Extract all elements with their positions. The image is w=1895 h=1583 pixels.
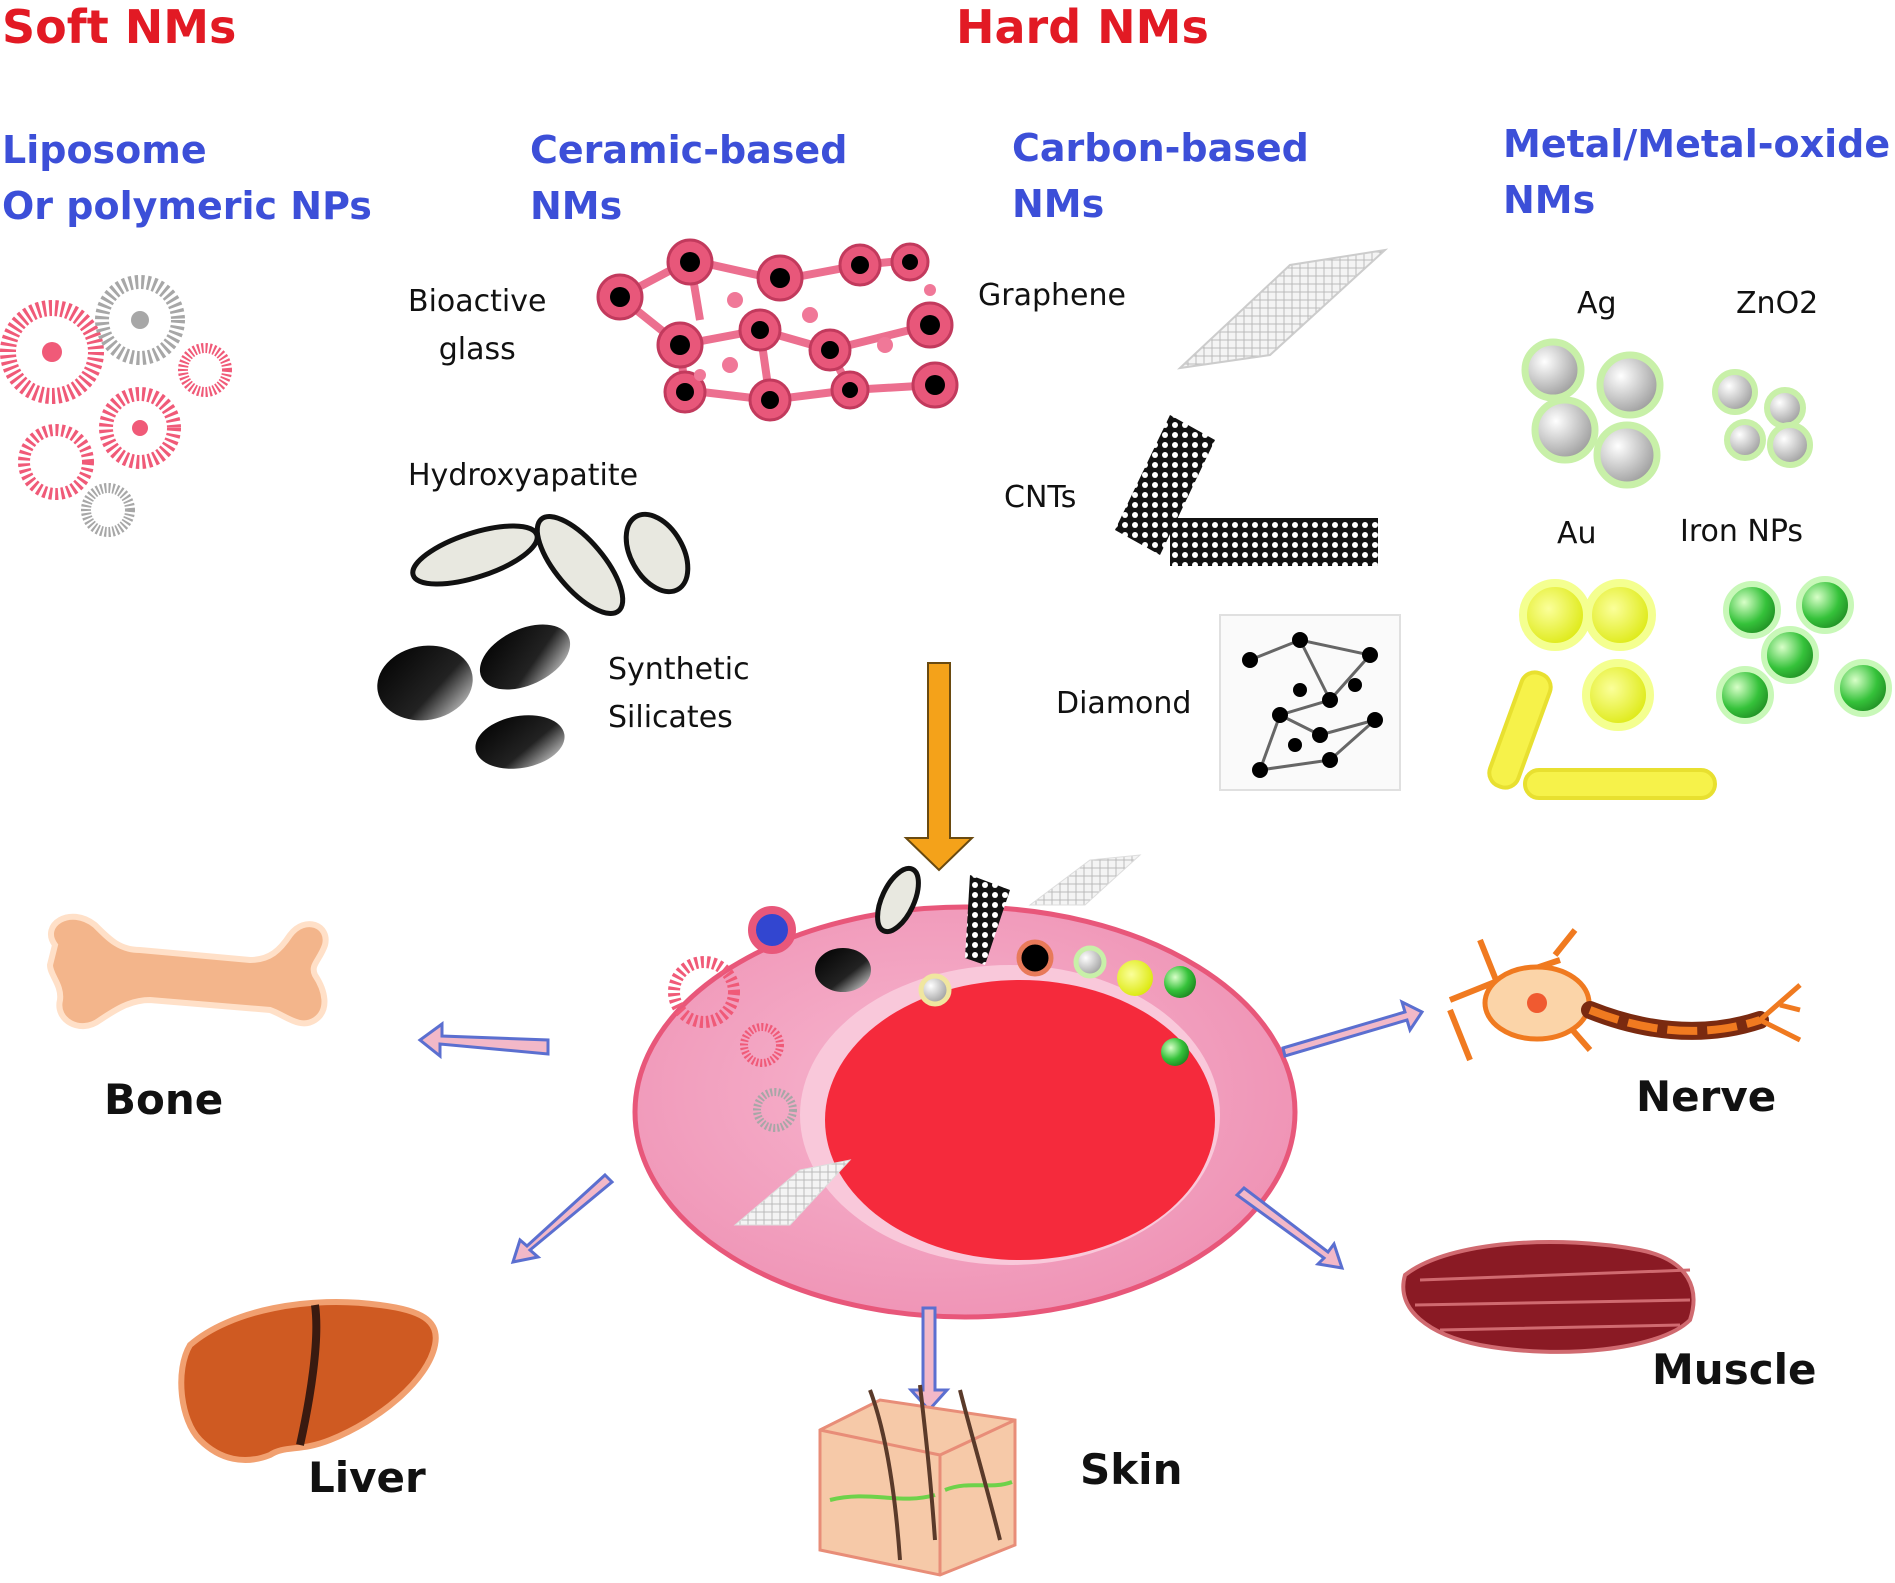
graphene-sheet	[1176, 248, 1389, 370]
arrow-to-liver	[510, 1172, 615, 1264]
bioactive-line-2: glass	[438, 332, 516, 367]
silicates-line-2: Silicates	[608, 700, 733, 735]
cnts-label: CNTs	[1004, 480, 1077, 515]
metal-category: Metal/Metal-oxide NMs	[1503, 116, 1890, 228]
carbon-line-1: Carbon-based	[1012, 126, 1309, 170]
ceramic-line-2: NMs	[530, 184, 623, 228]
nerve-label: Nerve	[1636, 1072, 1777, 1121]
carbon-line-2: NMs	[1012, 182, 1105, 226]
muscle-illustration	[1401, 1240, 1696, 1354]
orange-down-arrow	[903, 662, 975, 872]
arrow-to-muscle	[1234, 1186, 1345, 1270]
muscle-label: Muscle	[1652, 1345, 1817, 1394]
au-label: Au	[1557, 516, 1597, 551]
arrow-to-nerve	[1281, 999, 1425, 1058]
metal-line-1: Metal/Metal-oxide	[1503, 122, 1891, 166]
au-particles	[1487, 579, 1717, 800]
cell-bound-particles	[668, 854, 1196, 1226]
diamond-lattice	[1219, 614, 1401, 791]
liver-label: Liver	[308, 1453, 426, 1502]
nerve-illustration	[1447, 928, 1802, 1062]
liposome-category: Liposome Or polymeric NPs	[2, 122, 372, 234]
bioactive-line-1: Bioactive	[408, 284, 547, 319]
iron-label: Iron NPs	[1680, 514, 1804, 549]
silicates-line-1: Synthetic	[608, 652, 750, 687]
hydroxyapatite-label: Hydroxyapatite	[408, 458, 639, 493]
bioactive-glass-label: Bioactive glass	[408, 278, 546, 374]
zno2-label: ZnO2	[1736, 286, 1819, 321]
graphene-label: Graphene	[978, 278, 1126, 313]
bone-label: Bone	[104, 1075, 224, 1124]
synthetic-silicate-particles	[377, 624, 571, 769]
iron-particles	[1716, 576, 1892, 724]
ceramic-line-1: Ceramic-based	[530, 128, 848, 172]
cell	[632, 904, 1298, 1320]
synthetic-silicates-label: Synthetic Silicates	[608, 646, 750, 742]
ceramic-category: Ceramic-based NMs	[530, 122, 847, 234]
zno2-particles	[1712, 369, 1813, 468]
bone-illustration	[46, 913, 329, 1029]
arrow-to-bone	[417, 1021, 550, 1060]
liposome-line-1: Liposome	[2, 128, 207, 172]
diamond-label: Diamond	[1056, 686, 1192, 721]
hydroxyapatite-particles	[410, 511, 691, 616]
liposome-particles	[0, 275, 232, 537]
arrow-to-skin	[907, 1306, 951, 1413]
skin-illustration	[818, 1384, 1017, 1577]
skin-label: Skin	[1080, 1445, 1183, 1494]
ag-particles	[1521, 338, 1664, 489]
hard-nms-header: Hard NMs	[956, 0, 1209, 54]
carbon-category: Carbon-based NMs	[1012, 120, 1309, 232]
liposome-line-2: Or polymeric NPs	[2, 184, 372, 228]
soft-nms-header: Soft NMs	[2, 0, 237, 54]
bioactive-glass-network	[596, 238, 959, 422]
cnt-tubes	[1115, 415, 1378, 566]
metal-line-2: NMs	[1503, 178, 1596, 222]
ag-label: Ag	[1577, 286, 1617, 321]
